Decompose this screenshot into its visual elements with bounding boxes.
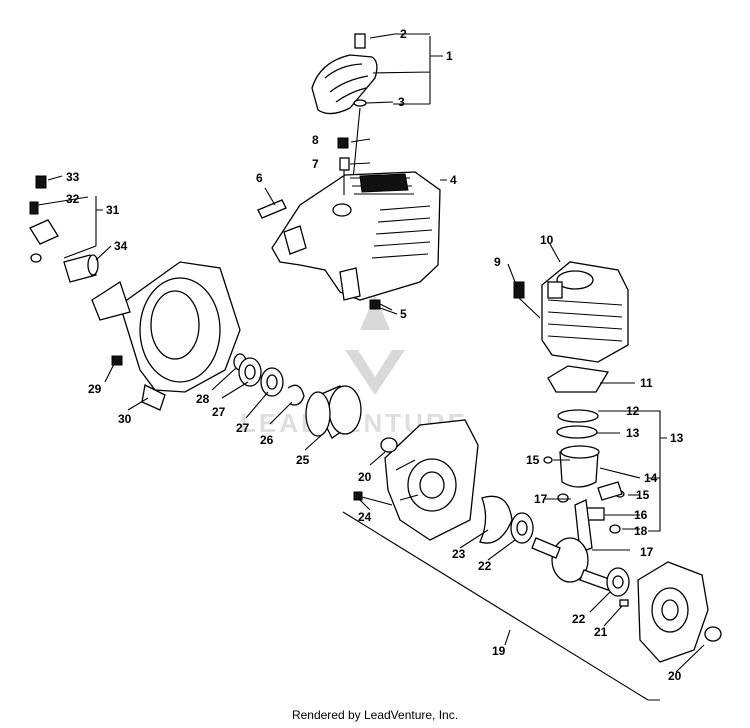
callout-17a: 17 bbox=[534, 492, 548, 506]
crankcase-right bbox=[637, 561, 709, 663]
callout-11: 11 bbox=[640, 376, 653, 390]
screw-2-shape bbox=[354, 33, 366, 49]
clutch-drum-25 bbox=[305, 385, 362, 439]
callout-25: 25 bbox=[296, 453, 310, 467]
snap-ring-26 bbox=[287, 384, 305, 406]
callout-5: 5 bbox=[400, 307, 407, 321]
gasket-11-shape bbox=[547, 365, 610, 393]
screw-7-8 bbox=[337, 137, 350, 195]
callout-4: 4 bbox=[450, 173, 457, 187]
seal-20a bbox=[380, 437, 398, 453]
callout-33: 32 bbox=[66, 192, 80, 206]
callout-17b: 18 bbox=[634, 524, 648, 538]
callout-31: 33 bbox=[66, 170, 80, 184]
callout-22b: 22 bbox=[572, 612, 586, 626]
seal-20b bbox=[704, 626, 722, 642]
callout-20b: 20 bbox=[668, 669, 682, 683]
callout-23: 23 bbox=[452, 547, 466, 561]
screw-30 bbox=[111, 355, 123, 366]
callout-20a: 20 bbox=[358, 470, 372, 484]
gasket-6-shape bbox=[257, 199, 287, 219]
callout-28: 28 bbox=[196, 392, 210, 406]
callout-15b: 15 bbox=[636, 488, 650, 502]
callout-22a: 22 bbox=[478, 559, 492, 573]
screw-33 bbox=[29, 201, 39, 215]
crankcase-left bbox=[384, 419, 479, 541]
callout-32: 31 bbox=[106, 203, 120, 217]
screw-31 bbox=[35, 175, 47, 189]
cylinder bbox=[541, 261, 629, 363]
callout-13a: 12 bbox=[626, 404, 640, 418]
clip-15a bbox=[543, 456, 553, 464]
callout-13b: 13 bbox=[626, 426, 640, 440]
callout-1: 1 bbox=[446, 49, 453, 63]
bolt-9-shape bbox=[513, 281, 541, 319]
callout-10: 10 bbox=[540, 233, 554, 247]
washer-17a bbox=[557, 493, 569, 503]
callout-9: 9 bbox=[494, 255, 501, 269]
callout-6: 6 bbox=[256, 171, 263, 185]
callout-12: 13 bbox=[670, 431, 684, 445]
crankshaft bbox=[531, 499, 613, 591]
washer-3-shape bbox=[353, 99, 367, 107]
piston bbox=[559, 445, 600, 488]
tube-34 bbox=[63, 254, 99, 283]
callout-29: 30 bbox=[118, 412, 132, 426]
leader-lines bbox=[37, 33, 705, 701]
engine-cover bbox=[271, 171, 441, 301]
callout-labels: 2 1 3 8 7 6 4 5 33 32 31 34 10 9 11 12 1… bbox=[66, 27, 684, 683]
callout-14: 14 bbox=[644, 471, 658, 485]
callout-27a: 27 bbox=[212, 405, 226, 419]
callout-30: 29 bbox=[88, 382, 102, 396]
callout-15a: 15 bbox=[526, 453, 540, 467]
callout-7: 7 bbox=[312, 157, 319, 171]
piston-pin bbox=[597, 481, 623, 501]
callout-27b: 27 bbox=[236, 421, 250, 435]
callout-34: 34 bbox=[114, 239, 128, 253]
ring-13b bbox=[556, 425, 598, 439]
callout-19: 19 bbox=[492, 644, 506, 658]
washer-17b bbox=[609, 524, 621, 534]
callout-18: 17 bbox=[640, 545, 654, 559]
callout-3: 3 bbox=[398, 95, 405, 109]
gasket-23 bbox=[479, 495, 513, 544]
screw-5-shape bbox=[369, 299, 393, 311]
screw-24 bbox=[353, 491, 393, 506]
callout-24: 24 bbox=[358, 510, 372, 524]
callout-26: 26 bbox=[260, 433, 274, 447]
clutch-housing bbox=[91, 261, 241, 411]
ring-13a bbox=[557, 409, 599, 423]
callout-8: 8 bbox=[312, 133, 319, 147]
pin-21 bbox=[619, 599, 629, 607]
callout-16: 16 bbox=[634, 508, 648, 522]
callout-21: 21 bbox=[594, 625, 608, 639]
bracket-32 bbox=[29, 219, 59, 263]
callout-2: 2 bbox=[400, 27, 407, 41]
muffler-cover bbox=[311, 33, 378, 211]
footer-credit: Rendered by LeadVenture, Inc. bbox=[291, 708, 459, 722]
